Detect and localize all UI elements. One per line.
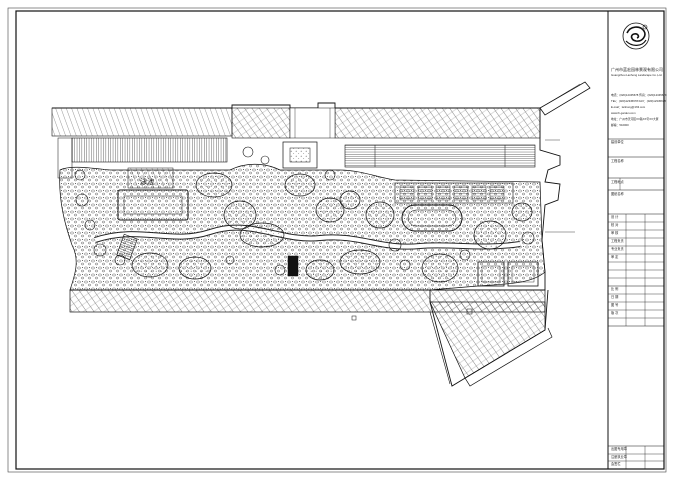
field-project-lead: 工程负责: [611, 239, 624, 243]
field-reg-stamp: 注册执业章: [611, 455, 627, 459]
lower-deck-extension: [429, 301, 546, 379]
company-logo: [622, 22, 650, 50]
contact-line: E-mail：lanhong@163.com: [611, 105, 646, 109]
contact-line: 电话：(020)12345678 传真：(020)12345678: [611, 93, 667, 97]
upper-deck-left: [51, 107, 233, 137]
field-scale: 比 例: [611, 287, 619, 291]
contact-line: 邮编：510000: [611, 123, 629, 127]
pergola: [116, 233, 138, 261]
contact-line: www.lh-garden.com: [611, 111, 636, 115]
field-countersign: 会签栏: [611, 462, 621, 466]
field-issue-stamp: 出图专用章: [611, 447, 627, 451]
contact-line: 地址：广州市天河区XX路XX号XX大厦: [611, 117, 659, 121]
field-revision: 版 次: [611, 311, 619, 315]
field-client: 建设单位: [611, 140, 624, 144]
fountain-feature: [282, 141, 318, 169]
field-drawing-name: 图纸名称: [611, 192, 624, 196]
field-project-name: 工程名称: [611, 159, 624, 163]
field-drawing-no: 图 号: [611, 303, 619, 307]
field-approve: 审 定: [611, 255, 619, 259]
upper-deck-mid: [231, 107, 291, 139]
bridge: [287, 255, 299, 277]
stair-left: [71, 137, 228, 163]
planting-area: [59, 163, 546, 291]
field-discipline-lead: 专业负责: [611, 247, 624, 251]
company-name-cn: 广州市蓝宏园林景观有限公司: [611, 67, 663, 72]
site-plan: [51, 81, 591, 387]
upper-deck-right: [334, 107, 541, 139]
field-date: 日 期: [611, 295, 619, 299]
field-project-location: 工程地点: [611, 180, 624, 184]
field-design: 设 计: [611, 215, 619, 219]
company-name-en: Guangzhou Lanhong Landscape Co.,Ltd.: [611, 73, 663, 77]
field-review: 审 核: [611, 231, 619, 235]
sheet-outer-border: [7, 7, 667, 473]
title-block: [607, 10, 665, 470]
pool-label: 泳池: [140, 179, 154, 186]
stair-right: [344, 144, 536, 168]
field-check: 校 对: [611, 223, 619, 227]
garden-beds: [131, 172, 533, 283]
contact-line: TEL：(020)12345678 FAX：(020)12345678: [611, 99, 666, 103]
ramp-top-right: [539, 81, 591, 116]
tree-symbols: [74, 146, 535, 276]
